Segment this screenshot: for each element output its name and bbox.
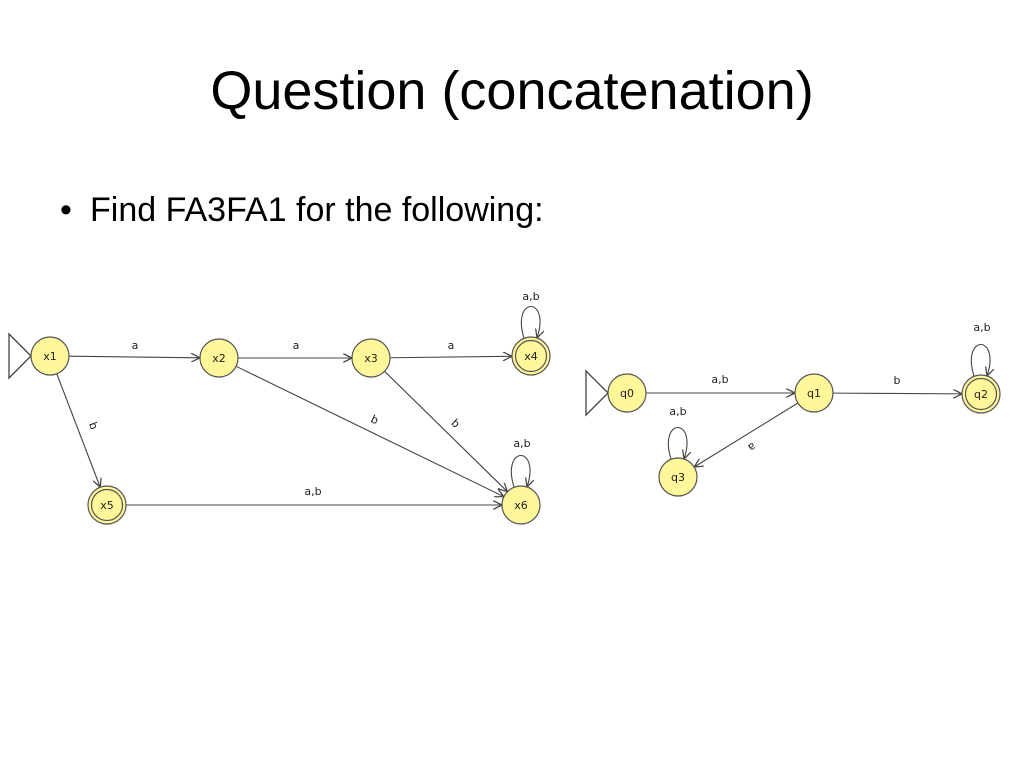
transition-x3-x4: a	[389, 339, 512, 358]
state-label: x5	[100, 499, 114, 512]
state-q1: q1	[794, 373, 834, 413]
transition-q2-q2: a,b	[970, 321, 990, 377]
transition-x5-x6: a,b	[126, 485, 502, 505]
transition-arrow	[694, 402, 799, 467]
state-label: x4	[524, 350, 538, 363]
bullet-item: • Find FA3FA1 for the following:	[60, 190, 544, 231]
self-loop-arrow	[970, 343, 990, 377]
transition-arrow	[56, 373, 100, 488]
state-circle	[511, 336, 551, 376]
transition-label: b	[369, 412, 381, 427]
transition-label: b	[448, 416, 462, 430]
state-label: x1	[43, 350, 57, 363]
transition-q1-q2: b	[832, 374, 962, 394]
final-ring	[514, 339, 548, 373]
self-loop-arrow	[667, 426, 687, 460]
state-circle	[199, 338, 239, 378]
state-circle	[351, 338, 391, 378]
start-marker	[585, 369, 609, 417]
transition-label: a,b	[513, 437, 530, 450]
transition-x1-x2: a	[68, 339, 200, 358]
state-label: q1	[807, 387, 821, 400]
state-label: x6	[514, 499, 528, 512]
state-circle	[30, 336, 70, 376]
transition-q0-q1: a,b	[646, 373, 795, 393]
transition-label: a,b	[973, 321, 990, 334]
bullet-text: Find FA3FA1 for the following:	[90, 191, 544, 229]
state-circle	[961, 374, 1001, 414]
state-x5: x5	[87, 485, 127, 525]
transition-label: a	[132, 339, 139, 352]
state-label: x3	[364, 352, 378, 365]
state-q0: q0	[585, 369, 647, 417]
transition-label: a	[746, 440, 759, 455]
state-label: q3	[671, 471, 685, 484]
transition-x3-x6: b	[384, 370, 508, 491]
slide-title: Question (concatenation)	[210, 61, 814, 121]
transition-arrow	[384, 370, 508, 491]
transition-label: a,b	[522, 290, 539, 303]
state-circle	[87, 485, 127, 525]
bullet-dot: •	[60, 191, 72, 229]
state-circle	[794, 373, 834, 413]
transition-x6-x6: a,b	[510, 437, 530, 488]
transition-arrow	[68, 356, 200, 358]
states-layer: x1 x2 x3 x4 x5 x6 q0 q1 q2 q3	[8, 332, 1001, 525]
state-x6: x6	[501, 485, 541, 525]
state-x3: x3	[351, 338, 391, 378]
transition-x1-x5: b	[56, 373, 101, 488]
state-x1: x1	[8, 332, 70, 380]
final-ring	[964, 377, 998, 411]
final-ring	[90, 488, 124, 522]
edges-layer: a a a a,b b b b a,b a,b a,b b a,b a a,b	[56, 290, 991, 505]
transition-x4-x4: a,b	[520, 290, 540, 339]
state-x2: x2	[199, 338, 239, 378]
transition-x2-x6: b	[235, 365, 504, 496]
transition-x2-x3: a	[238, 339, 352, 358]
state-label: x2	[212, 352, 226, 365]
transition-q1-q3: a	[694, 402, 799, 467]
self-loop-arrow	[520, 305, 540, 339]
state-q2: q2	[961, 374, 1001, 414]
state-x4: x4	[511, 336, 551, 376]
transition-label: b	[894, 374, 901, 387]
transition-label: a	[448, 339, 455, 352]
transition-arrow	[235, 365, 504, 496]
transition-arrow	[832, 393, 962, 394]
state-label: q2	[974, 388, 988, 401]
transition-arrow	[389, 356, 512, 358]
state-q3: q3	[658, 457, 698, 497]
transition-label: a,b	[304, 485, 321, 498]
start-marker	[8, 332, 32, 380]
state-circle	[607, 373, 647, 413]
state-circle	[501, 485, 541, 525]
transition-label: b	[86, 420, 101, 431]
self-loop-arrow	[510, 454, 530, 488]
state-circle	[658, 457, 698, 497]
state-label: q0	[620, 387, 634, 400]
transition-label: a,b	[711, 373, 728, 386]
transition-q3-q3: a,b	[667, 405, 687, 460]
transition-label: a	[293, 339, 300, 352]
transition-label: a,b	[669, 405, 686, 418]
